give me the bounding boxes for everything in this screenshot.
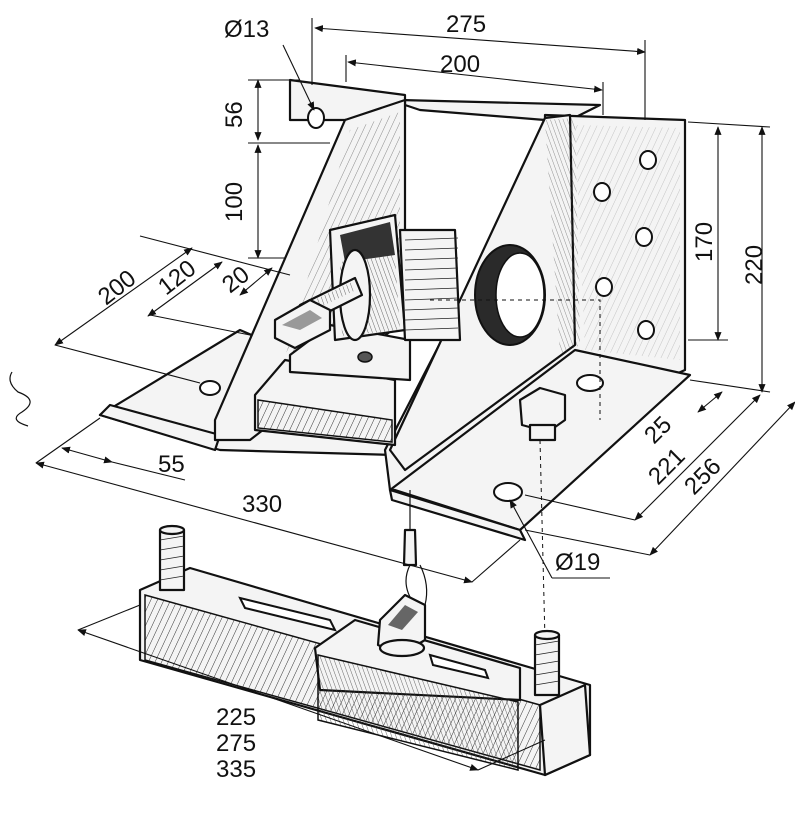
- lower-rail: [138, 566, 592, 777]
- rail-stud-right: [533, 629, 561, 697]
- flange-hole-19: [493, 482, 523, 502]
- dim-label-330: 330: [242, 491, 282, 518]
- winch-drum: [328, 213, 462, 342]
- base-hole-left: [199, 380, 221, 396]
- dim-label-275: 275: [446, 11, 486, 38]
- dim-label-55: 55: [158, 451, 185, 478]
- crank-shaft: [273, 276, 364, 350]
- side-hole-3: [635, 227, 653, 247]
- slide-block: [253, 323, 412, 447]
- dim-label-220: 220: [741, 245, 768, 285]
- dim-label-20: 20: [217, 261, 255, 299]
- hex-bolt: [518, 386, 567, 442]
- dim-label-335: 335: [216, 756, 256, 783]
- dim-label-56: 56: [221, 101, 248, 128]
- dim-label-d19: Ø19: [555, 549, 600, 576]
- dimension-lines: [35, 18, 795, 771]
- dim-label-120: 120: [153, 255, 201, 301]
- side-hole-1: [639, 150, 657, 170]
- hidden-line-bolt: [539, 439, 546, 641]
- dim-label-275-rail: 275: [216, 730, 256, 757]
- hidden-line-shaft: [430, 299, 601, 420]
- rail-stud-left: [158, 524, 186, 592]
- dim-label-d13: Ø13: [224, 16, 269, 43]
- dim-label-225: 225: [216, 704, 256, 731]
- partial-edge-mark: [9, 371, 31, 427]
- side-hole-4: [595, 277, 613, 297]
- flange-hole: [576, 374, 604, 392]
- dim-label-200-top: 200: [440, 51, 480, 78]
- side-hole-2: [593, 182, 611, 202]
- side-hole-5: [637, 320, 655, 340]
- right-upright-plate: [383, 113, 687, 492]
- upper-hole: [307, 107, 325, 129]
- dim-label-200-left: 200: [93, 265, 141, 311]
- dim-label-170: 170: [691, 222, 718, 262]
- dim-label-100: 100: [221, 182, 248, 222]
- hook-shackle: [376, 593, 427, 658]
